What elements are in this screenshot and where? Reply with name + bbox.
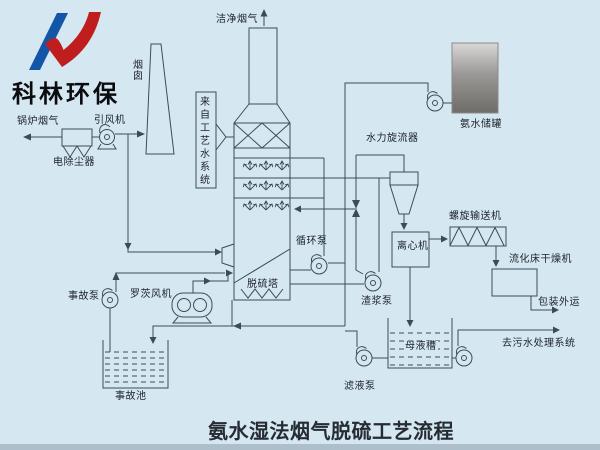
circulation-pump-icon [290,158,328,275]
label-hydrocyclone: 水力旋流器 [366,133,419,144]
label-tower: 脱硫塔 [247,279,279,290]
label-slurry-pump: 渣浆泵 [361,296,393,307]
label-mother-liquor-tank: 母液槽 [404,341,438,352]
label-esp: 电除尘器 [53,157,95,168]
label-emergency-pump: 事故泵 [68,291,100,302]
label-chimney: 烟囱 [133,60,144,82]
label-ammonia-tank: 氨水储罐 [460,119,502,130]
esp-unit [23,128,99,158]
flue-duct-lines [115,130,235,268]
logo-company-name: 科林环保 [12,82,120,108]
label-fluidized-bed-dryer: 流化床干燥机 [509,254,572,265]
emergency-pool-icon [102,340,169,389]
label-boiler-flue-gas: 锅炉烟气 [17,116,59,127]
roots-blower-icon [171,273,229,324]
process-water-box [195,91,234,189]
label-process-water-box: 来自工艺水系统 [200,97,211,186]
id-fan-icon [97,124,117,150]
desulfurization-tower [231,27,390,326]
label-filtrate-pump: 滤液泵 [344,381,376,392]
label-screw-conveyor: 螺旋输送机 [449,211,502,222]
mother-liquor-tank-icon [345,318,560,369]
ammonia-tank-icon [328,42,499,326]
chimney-shape [145,43,175,155]
dryer-icon [491,268,559,314]
hydrocyclone-icon [389,171,419,230]
logo-mark [29,12,101,70]
label-emergency-pool: 事故池 [115,391,147,402]
label-packing-shipping: 包装外运 [538,297,580,308]
drain-line [149,322,345,344]
bottom-band [0,444,600,450]
label-to-wastewater: 去污水处理系统 [502,338,576,349]
centrifuge-icon [391,231,448,327]
label-clean-flue-gas: 洁净烟气 [216,14,258,25]
label-roots-blower: 罗茨风机 [130,289,172,300]
screw-conveyor-icon [449,226,507,267]
slurry-pump-circuit [290,154,405,292]
label-circulation-pump: 循环泵 [296,236,328,247]
emergency-pump-icon [101,269,233,352]
label-id-fan: 引风机 [94,115,126,126]
label-centrifuge: 离心机 [397,241,429,252]
diagram-title: 氨水湿法烟气脱硫工艺流程 [208,421,454,443]
clean-gas-arrow [260,9,268,26]
